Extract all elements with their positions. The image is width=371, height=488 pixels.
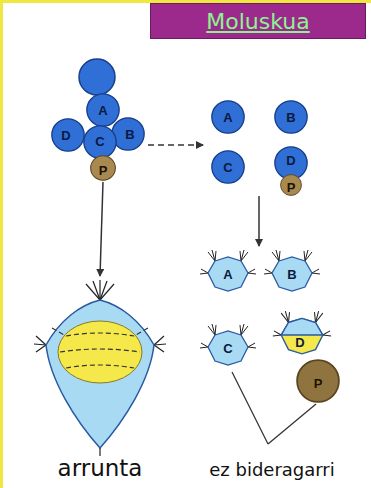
larva-shape: [276, 310, 328, 358]
larva-fragment: C: [203, 323, 253, 369]
blastomere: C: [83, 125, 117, 159]
cell-letter: P: [314, 377, 323, 390]
cell-letter: C: [95, 135, 104, 148]
larva-fragment: B: [267, 249, 317, 295]
cell-letter: C: [223, 342, 232, 355]
dashed-arrow: [148, 144, 203, 146]
cell-letter: A: [223, 268, 232, 281]
blastomere: C: [211, 150, 245, 184]
cell-letter: P: [99, 164, 108, 177]
cell-letter: A: [223, 111, 232, 124]
bracket-line: [268, 404, 316, 444]
cell-letter: B: [287, 268, 296, 281]
cell-letter: B: [286, 111, 295, 124]
polar-lobe: P: [296, 359, 340, 403]
arrow: [100, 182, 103, 276]
blastomere: A: [211, 100, 245, 134]
larva-fragment: A: [203, 249, 253, 295]
title-banner: Moluskua: [150, 3, 366, 39]
title-text: Moluskua: [206, 9, 309, 34]
polar-lobe: P: [280, 174, 302, 196]
cell-letter: D: [286, 154, 295, 167]
blastomere: A: [86, 93, 120, 127]
outcome-label: ez bideragarri: [209, 459, 335, 480]
blastomere: D: [51, 118, 85, 152]
outcome-label: arrunta: [58, 455, 143, 481]
cell-letter: P: [287, 181, 296, 194]
cell-letter: D: [295, 336, 304, 349]
cell-letter: C: [223, 161, 232, 174]
blastomere: B: [274, 100, 308, 134]
zygote: [79, 59, 115, 95]
cell-letter: B: [125, 128, 134, 141]
normal-larva: [34, 280, 166, 456]
larva-fragment: D: [276, 310, 328, 358]
frame-line: [0, 0, 3, 488]
polar-lobe: P: [90, 155, 116, 181]
cell-letter: D: [61, 129, 70, 142]
bracket-line: [232, 372, 268, 444]
arrow: [258, 196, 260, 246]
cell-letter: A: [98, 104, 107, 117]
